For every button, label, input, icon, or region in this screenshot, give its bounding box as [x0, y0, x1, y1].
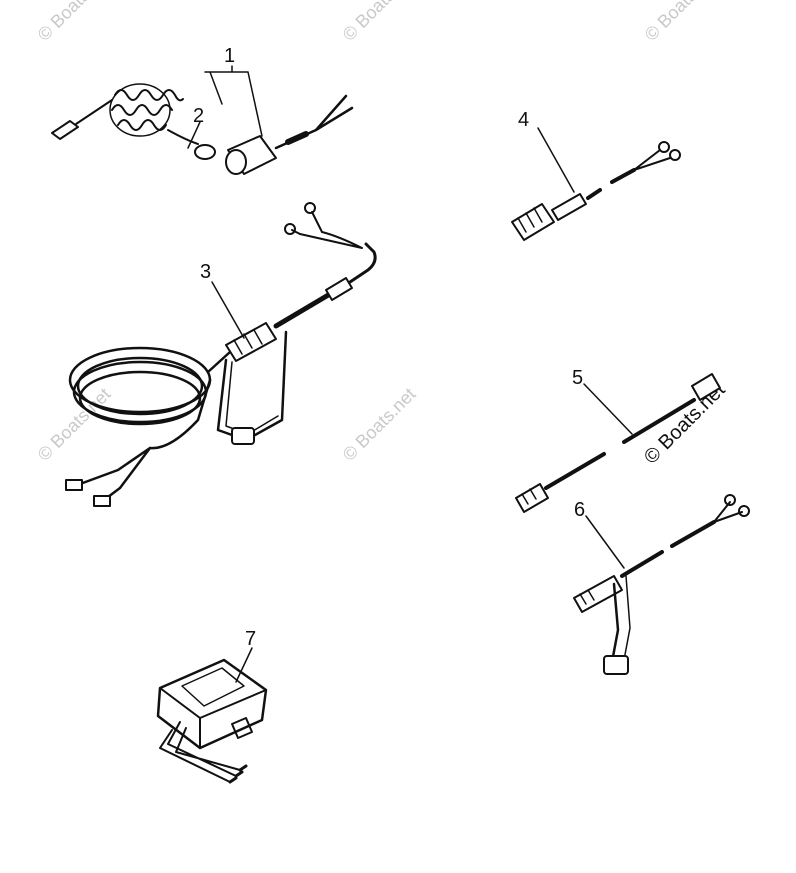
watermark-top-right: © Boats.net: [641, 0, 722, 45]
watermark-mid-center: © Boats.net: [339, 384, 420, 465]
callout-3: 3: [200, 261, 211, 283]
part-1-2-stop-switch-lanyard: [51, 65, 354, 175]
callout-7: 7: [245, 628, 256, 650]
callout-4: 4: [518, 109, 529, 131]
callout-2: 2: [193, 105, 204, 127]
callout-5: 5: [572, 367, 583, 389]
part-3-main-harness: [65, 202, 377, 507]
part-7-control-box: [156, 647, 268, 784]
part-6-harness-bracket: [573, 494, 750, 675]
watermark-group: © Boats.net © Boats.net © Boats.net © Bo…: [34, 0, 722, 465]
callout-6: 6: [574, 499, 585, 521]
part-5-extension-cable: [515, 373, 721, 513]
part-4-lead-wire: [511, 127, 681, 241]
watermark-top-center: © Boats.net: [339, 0, 420, 45]
watermark-top-left: © Boats.net: [34, 0, 115, 45]
callout-1: 1: [224, 45, 235, 67]
